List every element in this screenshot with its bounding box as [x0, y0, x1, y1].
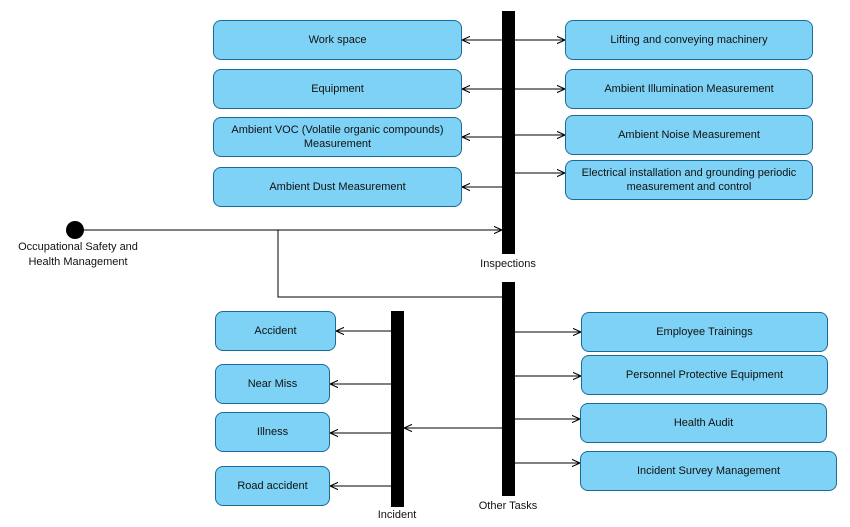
node-personnel-protective-equipment[interactable]: Personnel Protective Equipment: [581, 355, 828, 395]
node-incident-survey-management[interactable]: Incident Survey Management: [580, 451, 837, 491]
node-equipment[interactable]: Equipment: [213, 69, 462, 109]
inspections-label: Inspections: [480, 258, 536, 270]
node-ambient-illumination[interactable]: Ambient Illumination Measurement: [565, 69, 813, 109]
incident-label: Incident: [377, 509, 417, 521]
start-node: [66, 221, 84, 239]
node-ambient-voc[interactable]: Ambient VOC (Volatile organic compounds)…: [213, 117, 462, 157]
start-label-line-1: Occupational Safety and: [18, 241, 138, 253]
node-work-space[interactable]: Work space: [213, 20, 462, 60]
node-accident[interactable]: Accident: [215, 311, 336, 351]
other-tasks-label: Other Tasks: [478, 500, 538, 512]
other-tasks-fork-bar: [502, 282, 515, 496]
node-ambient-noise[interactable]: Ambient Noise Measurement: [565, 115, 813, 155]
connector-start-other-tasks: [277, 230, 502, 298]
node-health-audit[interactable]: Health Audit: [580, 403, 827, 443]
incident-fork-bar: [391, 311, 404, 507]
inspections-fork-bar: [502, 11, 515, 254]
node-ambient-dust[interactable]: Ambient Dust Measurement: [213, 167, 462, 207]
node-near-miss[interactable]: Near Miss: [215, 364, 330, 404]
node-lifting-machinery[interactable]: Lifting and conveying machinery: [565, 20, 813, 60]
node-illness[interactable]: Illness: [215, 412, 330, 452]
start-label: Occupational Safety and Health Managemen…: [8, 240, 148, 271]
start-label-line-2: Health Management: [28, 256, 128, 269]
node-electrical-installation[interactable]: Electrical installation and grounding pe…: [565, 160, 813, 200]
node-road-accident[interactable]: Road accident: [215, 466, 330, 506]
node-employee-trainings[interactable]: Employee Trainings: [581, 312, 828, 352]
